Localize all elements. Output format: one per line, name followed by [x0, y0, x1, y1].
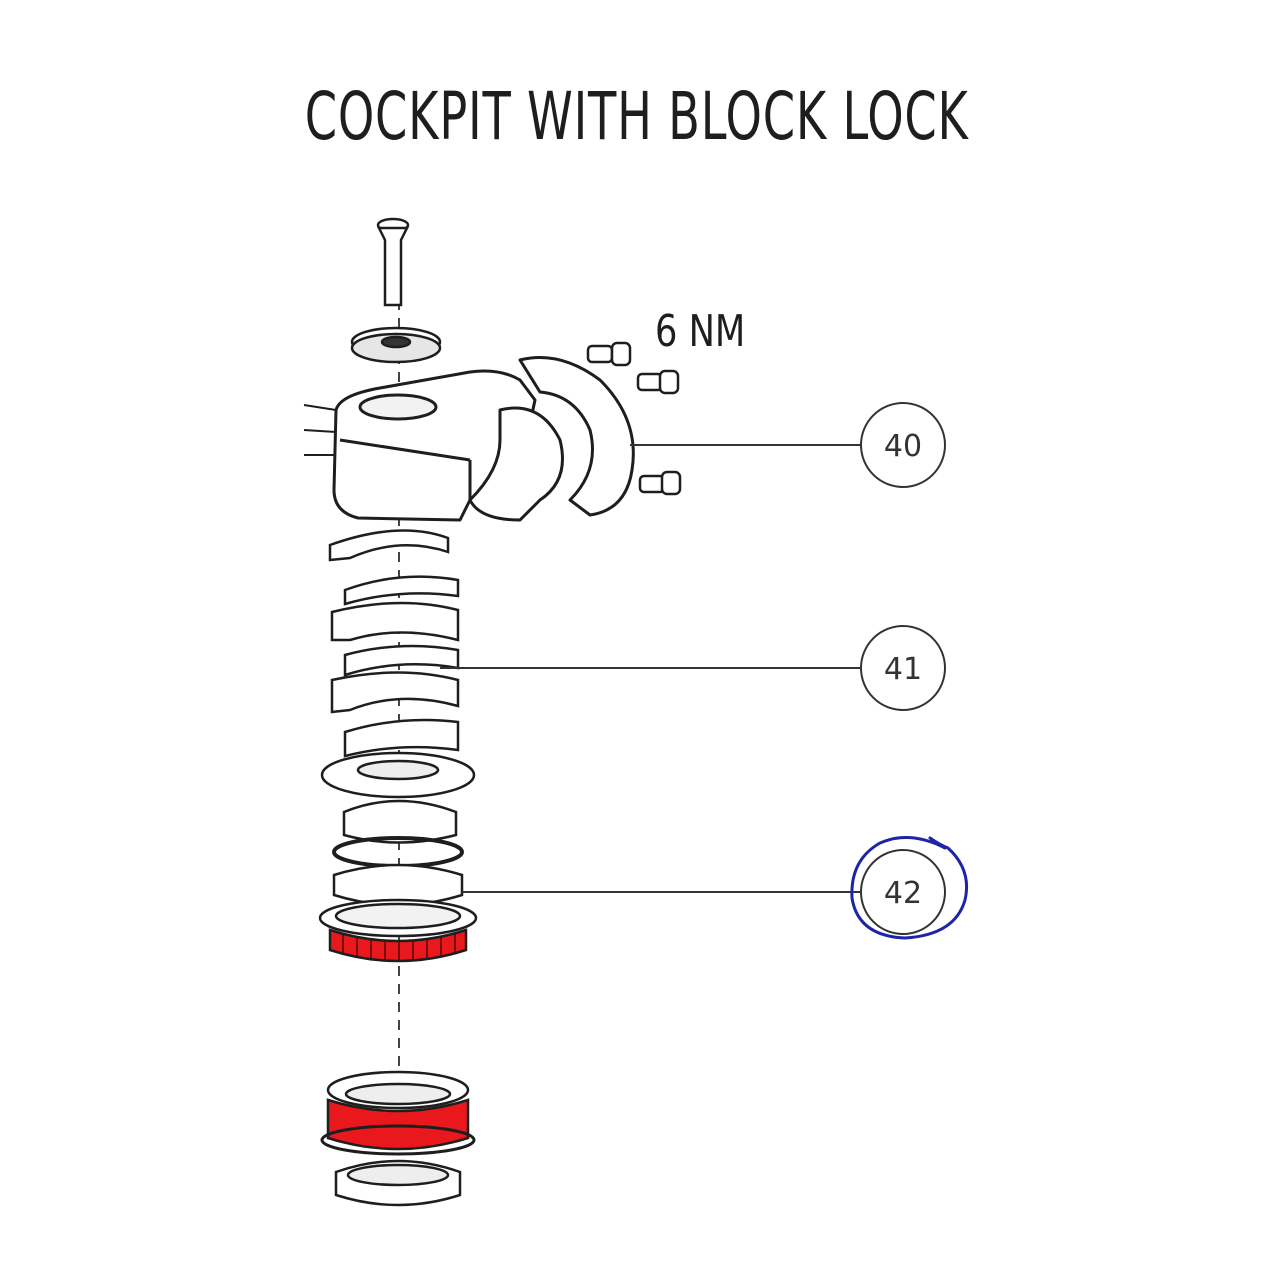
hand-drawn-annotation-circle [850, 836, 969, 940]
diagram-title: COCKPIT WITH BLOCK LOCK [304, 78, 969, 155]
callout-circle-41 [860, 625, 946, 711]
spacer-5 [330, 671, 460, 714]
top-bolt [376, 217, 410, 307]
spacer-3 [330, 601, 460, 642]
callout-label-41: 41 [884, 652, 922, 687]
spacer-4 [343, 644, 460, 677]
spacer-6 [343, 718, 460, 758]
top-cap [350, 326, 442, 364]
clamp-bolts [586, 341, 682, 496]
callout-circle-42 [860, 849, 946, 935]
headset-upper [318, 751, 478, 938]
callout-label-40: 40 [884, 429, 922, 464]
callout-circle-40 [860, 402, 946, 488]
headset-lower [320, 1070, 476, 1207]
callout-label-42: 42 [884, 876, 922, 911]
spacer-1 [328, 529, 450, 562]
torque-label: 6 NM [655, 306, 746, 357]
stem [303, 356, 635, 522]
upper-cup-red [328, 928, 468, 963]
spacer-stack [328, 529, 460, 758]
spacer-2 [343, 575, 460, 606]
lower-cup-red [326, 1098, 470, 1151]
